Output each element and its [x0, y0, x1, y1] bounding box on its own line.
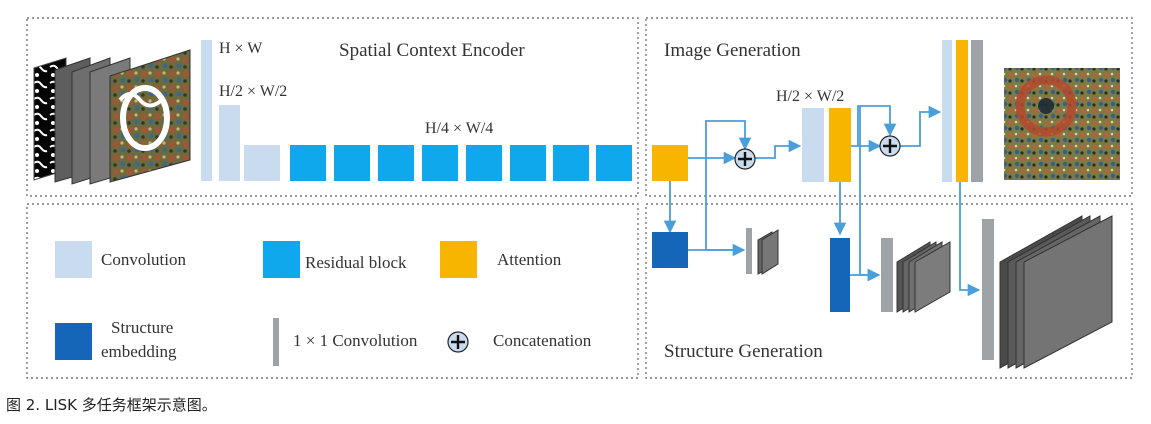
legend-label-concat: Concatenation	[493, 331, 592, 350]
residual-block-4	[422, 145, 458, 181]
conv-block-quarter	[244, 145, 280, 181]
structure-embedding-block	[652, 232, 688, 268]
input-image-stack	[33, 49, 191, 185]
image-generation-panel	[645, 17, 1133, 197]
connection-arrows	[663, 105, 981, 297]
dim-label-quarter: H/4 × W/4	[425, 120, 493, 137]
residual-block-3	[378, 145, 414, 181]
structure-output-small	[757, 229, 779, 275]
legend-label-structure-2: embedding	[101, 342, 177, 361]
conv-bar-full	[201, 40, 212, 181]
conv-bar-decoder	[802, 108, 824, 182]
conv1x1-bar-large	[982, 219, 994, 360]
legend-panel	[26, 203, 639, 379]
attention-bar-output	[956, 40, 968, 182]
legend-concat-icon	[447, 331, 469, 353]
conv-bar-output	[942, 40, 952, 182]
generated-image-motif	[1015, 75, 1077, 137]
structure-generation-title: Structure Generation	[664, 341, 823, 362]
dim-label-full: H × W	[219, 40, 263, 57]
legend-swatch-structure	[55, 323, 92, 360]
legend-label-structure-1: Structure	[111, 318, 173, 337]
residual-block-7	[553, 145, 589, 181]
dim-label-half-right: H/2 × W/2	[776, 88, 844, 105]
structure-output-mid	[896, 241, 951, 313]
conv1x1-bar-output	[971, 40, 983, 182]
residual-block-2	[334, 145, 370, 181]
encoder-panel	[26, 17, 639, 197]
figure-caption: 图 2. LISK 多任务框架示意图。	[6, 396, 217, 414]
residual-block-8	[596, 145, 632, 181]
encoder-title: Spatial Context Encoder	[339, 40, 525, 61]
attention-bar-decoder	[829, 108, 851, 182]
legend-label-convolution: Convolution	[101, 250, 187, 269]
residual-block-6	[510, 145, 546, 181]
conv1x1-bar-mid	[881, 238, 893, 312]
attention-block-shared	[652, 145, 688, 181]
lisk-framework-diagram: Spatial Context Encoder Image Generation…	[26, 17, 1133, 379]
legend-swatch-attention	[440, 241, 477, 278]
residual-block-5	[466, 145, 502, 181]
concat-node-1	[734, 148, 756, 170]
conv-bar-half	[219, 105, 240, 181]
legend-label-residual: Residual block	[305, 253, 407, 272]
legend-swatch-residual	[263, 241, 300, 278]
residual-block-1	[290, 145, 326, 181]
structure-output-large	[999, 215, 1113, 369]
legend-swatch-conv1x1	[273, 318, 279, 366]
legend-swatch-convolution	[55, 241, 92, 278]
legend-label-conv1x1: 1 × 1 Convolution	[293, 331, 418, 350]
image-generation-title: Image Generation	[664, 40, 801, 61]
conv1x1-bar-small	[746, 228, 752, 274]
structure-embedding-bar	[830, 238, 850, 312]
legend-label-attention: Attention	[497, 250, 562, 269]
concat-node-2	[879, 135, 901, 157]
dim-label-half: H/2 × W/2	[219, 83, 287, 100]
